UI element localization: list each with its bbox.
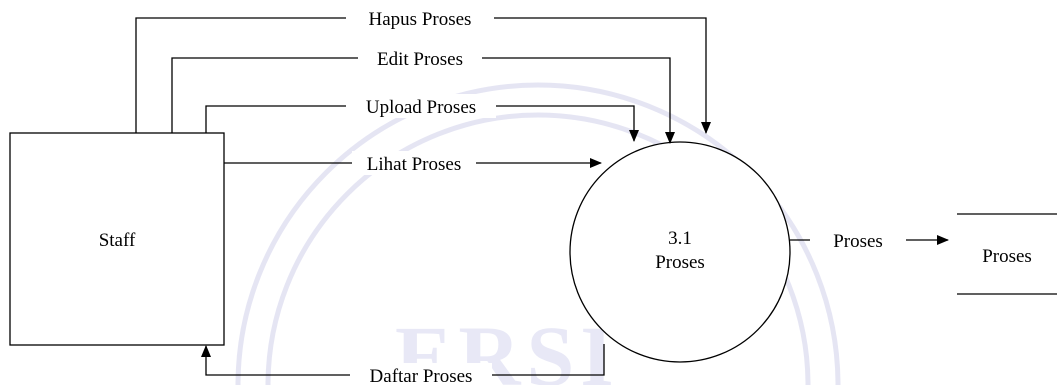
flow-label-daftar: Daftar Proses <box>370 366 473 385</box>
entity-staff[interactable]: Staff <box>9 132 225 346</box>
flow-label-hapus: Hapus Proses <box>369 9 472 30</box>
flow-upload-proses[interactable]: Upload Proses <box>205 94 639 142</box>
flow-lihat-proses[interactable]: Lihat Proses <box>224 151 602 175</box>
flow-daftar-proses[interactable]: Daftar Proses <box>201 344 605 385</box>
flow-label-upload: Upload Proses <box>366 97 476 118</box>
process-name: Proses <box>655 252 705 273</box>
flow-label-edit: Edit Proses <box>377 49 463 70</box>
flow-label-store: Proses <box>833 231 883 252</box>
datastore-proses[interactable]: Proses <box>957 213 1057 295</box>
flow-label-lihat: Lihat Proses <box>367 154 461 175</box>
flow-edit-proses[interactable]: Edit Proses <box>171 46 675 144</box>
watermark-seal: ERSI <box>235 82 841 385</box>
entity-label: Staff <box>99 230 136 251</box>
process-circle <box>569 141 791 363</box>
process-3-1[interactable]: 3.1 Proses <box>569 141 791 363</box>
datastore-label: Proses <box>982 246 1032 267</box>
entity-box <box>9 132 225 346</box>
flow-proses-store[interactable]: Proses <box>790 228 949 252</box>
process-number: 3.1 <box>668 228 692 249</box>
flow-hapus-proses[interactable]: Hapus Proses <box>135 6 711 134</box>
